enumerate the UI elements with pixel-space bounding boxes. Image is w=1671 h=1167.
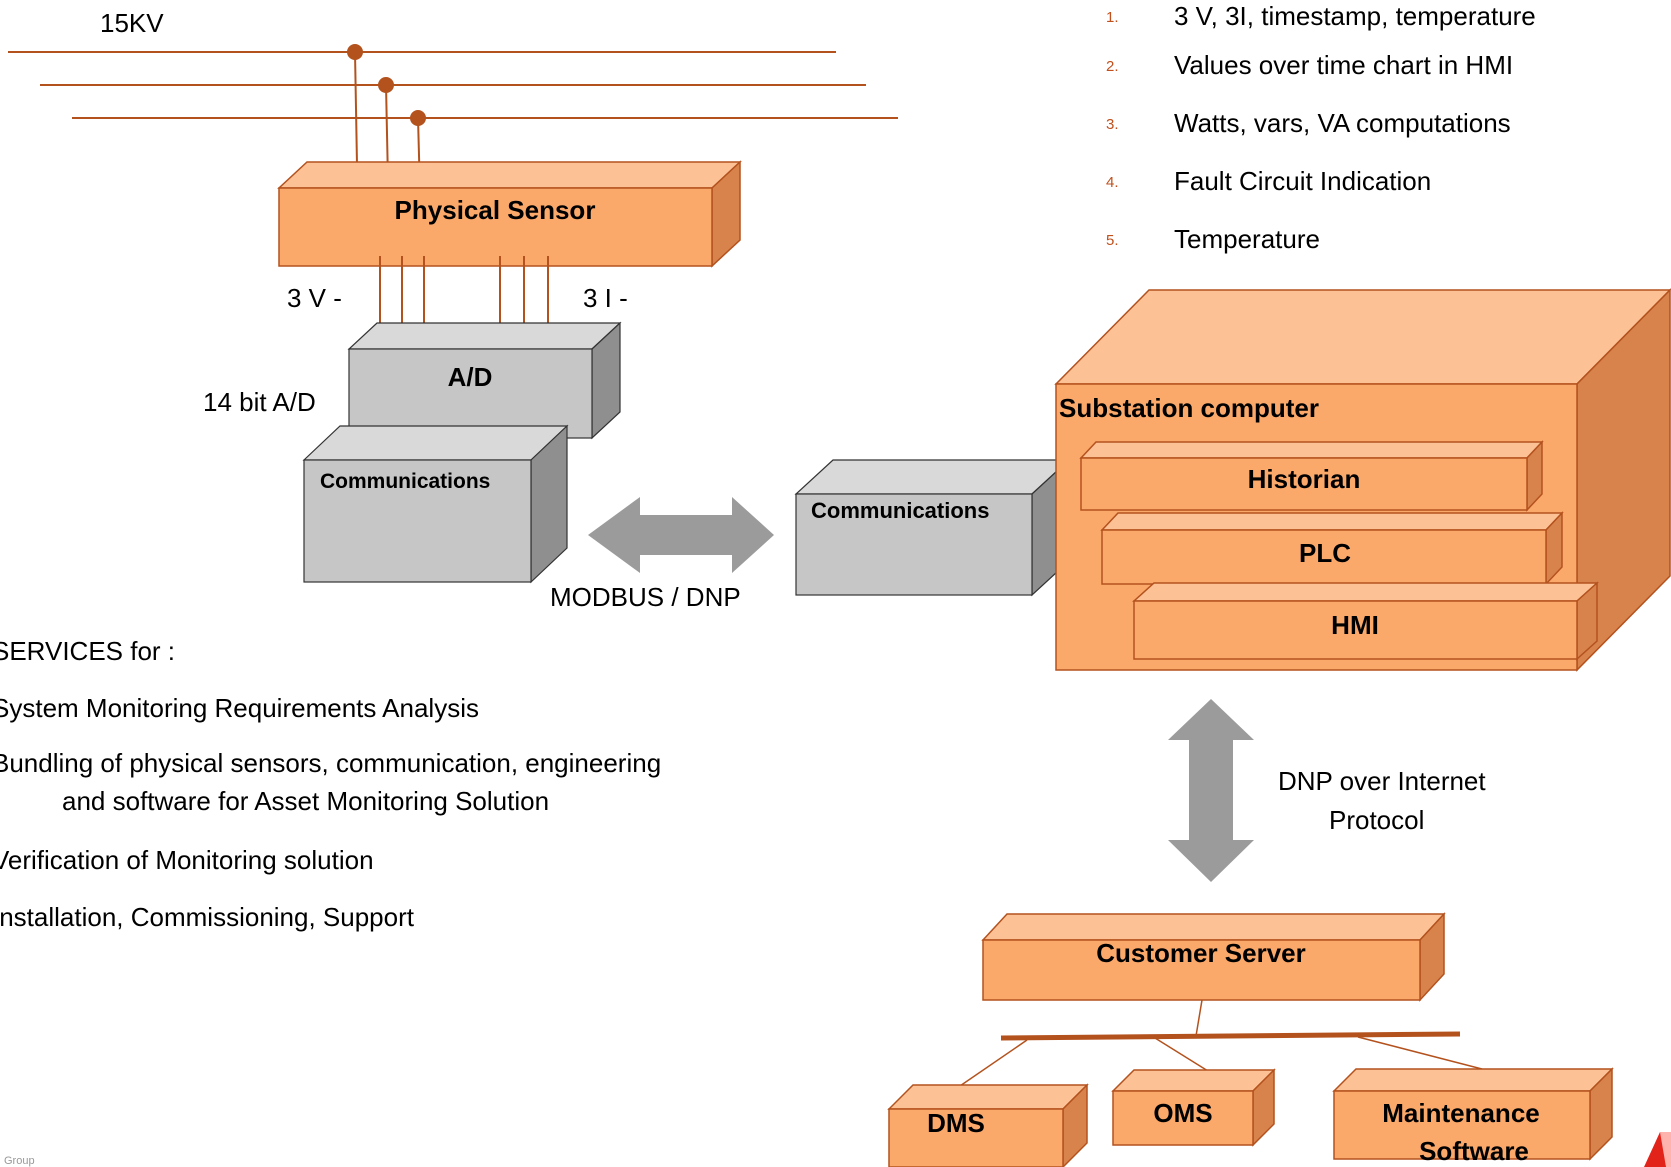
- network-bus: [956, 999, 1483, 1089]
- feature-text: Watts, vars, VA computations: [1174, 108, 1511, 138]
- substation-computer-label: Substation computer: [1059, 393, 1320, 423]
- feature-text: Temperature: [1174, 224, 1320, 254]
- plc-label: PLC: [1299, 538, 1351, 568]
- service-item-continuation: and software for Asset Monitoring Soluti…: [62, 786, 550, 816]
- feature-number: 3.: [1106, 116, 1119, 133]
- physical-sensor-box: [277, 160, 742, 268]
- voltage-label: 3 V -: [287, 283, 342, 313]
- hmi-label: HMI: [1331, 610, 1379, 640]
- comm-right-box: [794, 458, 1071, 597]
- line-voltage-label: 15KV: [100, 8, 164, 38]
- customer-server-label: Customer Server: [1096, 938, 1306, 968]
- feature-text: Values over time chart in HMI: [1174, 50, 1514, 80]
- historian-label: Historian: [1247, 464, 1361, 494]
- maintenance-label-line2: Software: [1419, 1136, 1529, 1166]
- plc-box: [1100, 511, 1564, 586]
- comm-right-label: Communications: [811, 498, 990, 523]
- comm-left-box: [302, 424, 569, 584]
- power-lines: [8, 51, 898, 119]
- feature-text: Fault Circuit Indication: [1174, 166, 1432, 196]
- hmi-box: [1132, 581, 1599, 661]
- dms-label: DMS: [927, 1108, 985, 1138]
- internet-label-line1: DNP over Internet: [1278, 766, 1486, 796]
- protocol-label: MODBUS / DNP: [550, 582, 741, 612]
- feature-text: 3 V, 3I, timestamp, temperature: [1174, 1, 1536, 31]
- oms-box: [1111, 1068, 1276, 1147]
- service-item: Installation, Commissioning, Support: [0, 902, 414, 932]
- ad-box-label: A/D: [447, 362, 493, 392]
- customer-server-box: [981, 912, 1446, 1002]
- feature-number: 2.: [1106, 58, 1119, 75]
- service-item: Verification of Monitoring solution: [0, 845, 374, 875]
- feature-number: 4.: [1106, 174, 1119, 191]
- dms-box: [887, 1083, 1089, 1167]
- feature-number: 1.: [1106, 9, 1119, 26]
- ad-resolution-label: 14 bit A/D: [203, 387, 316, 417]
- service-item: Bundling of physical sensors, communicat…: [0, 748, 662, 778]
- physical-sensor-label: Physical Sensor: [394, 195, 596, 225]
- service-item: System Monitoring Requirements Analysis: [0, 693, 479, 723]
- oms-label: OMS: [1153, 1098, 1213, 1128]
- internet-double-arrow: [1168, 699, 1254, 882]
- services-heading: SERVICES for :: [0, 636, 176, 666]
- maintenance-box: [1332, 1067, 1614, 1161]
- current-label: 3 I -: [583, 283, 628, 313]
- footer-fragment: Group: [4, 1155, 35, 1167]
- internet-label-line2: Protocol: [1329, 805, 1425, 835]
- ad-box: [347, 321, 622, 440]
- comm-left-label: Communications: [320, 470, 491, 493]
- historian-box: [1079, 440, 1544, 512]
- feature-number: 5.: [1106, 232, 1119, 249]
- modbus-double-arrow: [588, 497, 774, 573]
- maintenance-label-line1: Maintenance: [1382, 1098, 1540, 1128]
- logo-fragment: [1644, 1132, 1671, 1167]
